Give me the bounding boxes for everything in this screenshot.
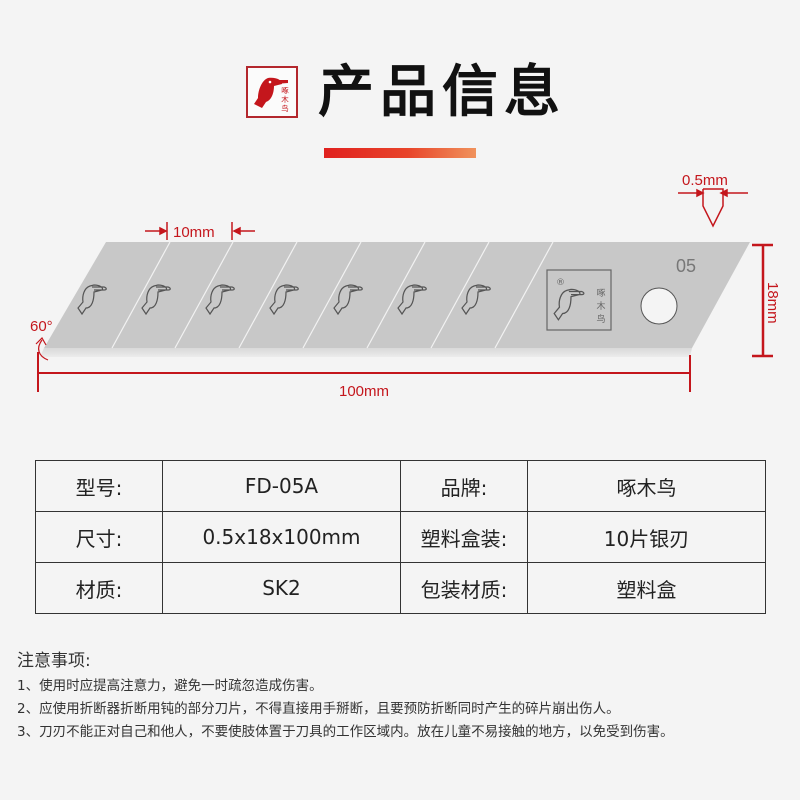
notes-heading: 注意事项: (17, 651, 91, 671)
height-label: 18mm (764, 282, 781, 324)
title-underline (324, 148, 476, 158)
brand-logo: 啄 木 鸟 (246, 66, 298, 118)
notes-section: 注意事项: 1、使用时应提高注意力，避免一时疏忽造成伤害。 2、应使用折断器折断… (17, 646, 674, 744)
table-row: 材质: SK2 包装材质: 塑料盒 (35, 562, 766, 614)
dimension-lines (35, 188, 773, 392)
note-item: 2、应使用折断器折断用钝的部分刀片，不得直接用手掰断，且要预防折断同时产生的碎片… (17, 701, 620, 717)
svg-text:鸟: 鸟 (596, 313, 605, 325)
svg-text:鸟: 鸟 (281, 103, 289, 113)
spec-value: 塑料盒 (527, 562, 766, 614)
svg-text:木: 木 (281, 94, 289, 104)
angle-label: 60° (30, 318, 53, 335)
svg-text:啄: 啄 (596, 288, 605, 299)
spec-label: 尺寸: (35, 511, 163, 563)
spec-label: 型号: (35, 460, 163, 512)
spec-value: FD-05A (162, 460, 401, 512)
spec-label: 塑料盒装: (400, 511, 528, 563)
spec-table: 型号: FD-05A 品牌: 啄木鸟 尺寸: 0.5x18x100mm 塑料盒装… (35, 460, 766, 614)
thickness-label: 0.5mm (682, 172, 728, 189)
blade-body: ® 啄 木 鸟 05 (40, 241, 750, 357)
svg-text:木: 木 (596, 300, 605, 312)
spec-value: 啄木鸟 (527, 460, 766, 512)
spec-value: 0.5x18x100mm (162, 511, 401, 563)
spec-value: 10片银刃 (527, 511, 766, 563)
segment-width-label: 10mm (173, 224, 215, 241)
spec-label: 品牌: (400, 460, 528, 512)
length-label: 100mm (339, 383, 389, 400)
svg-text:®: ® (556, 278, 565, 288)
table-row: 尺寸: 0.5x18x100mm 塑料盒装: 10片银刃 (35, 511, 766, 563)
blade-diagram: ® 啄 木 鸟 05 10mm 0.5mm 18mm 100mm 60° (30, 172, 781, 400)
toucan-logo-icon: 啄 木 鸟 (254, 77, 289, 113)
spec-value: SK2 (162, 562, 401, 614)
page-title: 产品信息 (318, 60, 566, 125)
spec-label: 材质: (35, 562, 163, 614)
table-row: 型号: FD-05A 品牌: 啄木鸟 (35, 460, 766, 512)
spec-label: 包装材质: (400, 562, 528, 614)
note-item: 3、刀刃不能正对自己和他人，不要使肢体置于刀具的工作区域内。放在儿童不易接触的地… (17, 724, 674, 740)
svg-text:啄: 啄 (281, 86, 289, 95)
svg-text:05: 05 (676, 256, 696, 276)
note-item: 1、使用时应提高注意力，避免一时疏忽造成伤害。 (17, 678, 323, 694)
